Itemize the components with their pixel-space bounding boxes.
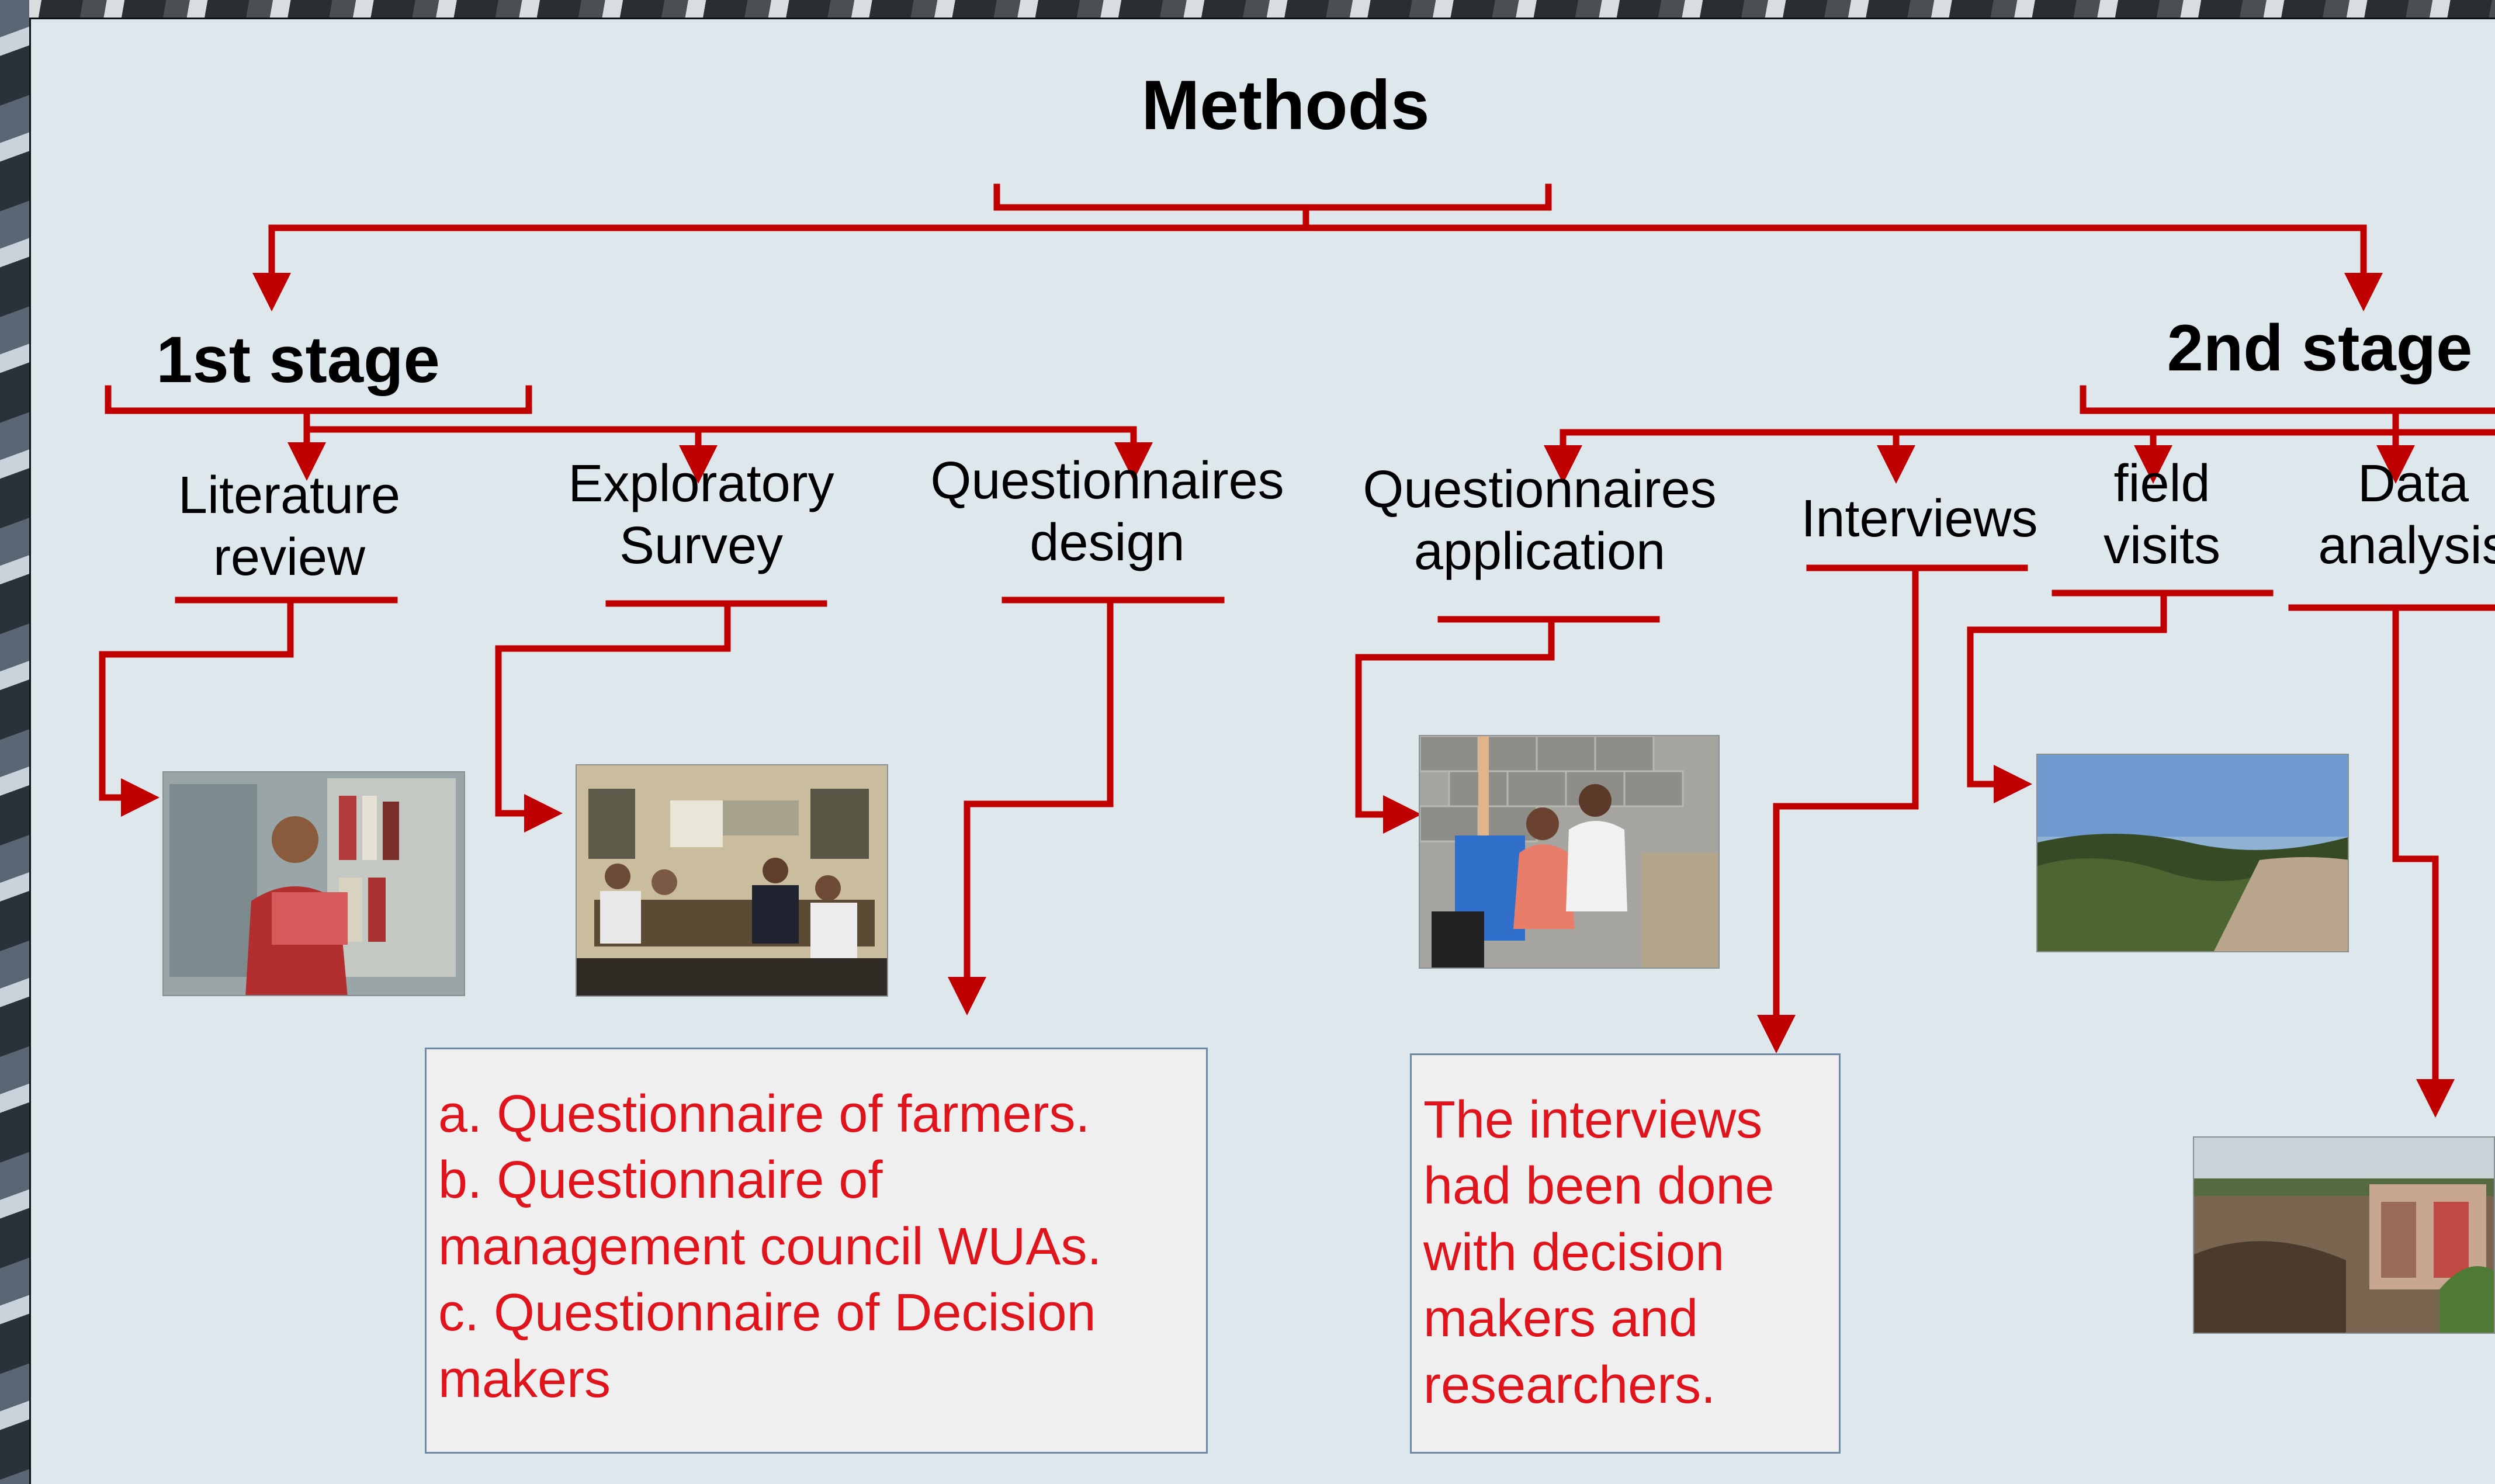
node-data-analysis: Data analysis [2296, 453, 2495, 577]
interviews-note: The interviews had been done with decisi… [1410, 1053, 1841, 1454]
node-field-visits: field visits [2045, 453, 2279, 577]
node-interviews: Interviews [1776, 488, 2063, 550]
first-stage-label: 1st stage [156, 323, 440, 396]
node-line: analysis [2318, 516, 2495, 575]
note-line: c. Questionnaire of Decision [438, 1284, 1096, 1343]
note-line: makers [438, 1350, 611, 1409]
interview-photo [1419, 735, 1720, 969]
node-line: Data [2357, 455, 2469, 513]
person-reading-photo [162, 771, 465, 996]
node-line: design [1030, 514, 1185, 573]
node-exploratory-survey: Exploratory Survey [555, 453, 847, 577]
background-top [0, 0, 2495, 18]
node-line: Questionnaires [1363, 460, 1717, 519]
node-line: Questionnaires [930, 452, 1284, 510]
note-line: makers and [1423, 1289, 1699, 1348]
field-photo [2036, 754, 2349, 952]
note-line: management council WUAs. [438, 1217, 1102, 1276]
node-line: Interviews [1801, 490, 2038, 548]
node-line: field [2113, 455, 2210, 513]
node-line: Survey [619, 516, 784, 575]
note-line: researchers. [1423, 1355, 1716, 1414]
note-line: a. Questionnaire of farmers. [438, 1085, 1090, 1143]
node-line: application [1413, 522, 1666, 581]
background-left [0, 0, 29, 1484]
questionnaire-types-note: a. Questionnaire of farmers. b. Question… [425, 1048, 1208, 1454]
meeting-photo [576, 764, 888, 997]
node-line: Literature [178, 466, 401, 525]
note-line: b. Questionnaire of [438, 1151, 883, 1210]
node-literature-review: Literature review [143, 464, 435, 588]
node-line: review [213, 528, 366, 587]
note-line: had been done [1423, 1157, 1775, 1216]
node-line: visits [2104, 516, 2220, 575]
note-line: with decision [1423, 1223, 1725, 1282]
node-questionnaires-design: Questionnaires design [914, 450, 1300, 574]
second-stage-label: 2nd stage [2167, 311, 2473, 384]
diagram-title: Methods [1141, 66, 1430, 144]
node-line: Exploratory [568, 455, 834, 513]
site-photo [2193, 1136, 2495, 1334]
note-line: The interviews [1423, 1091, 1763, 1149]
node-questionnaires-application: Questionnaires application [1347, 459, 1732, 582]
